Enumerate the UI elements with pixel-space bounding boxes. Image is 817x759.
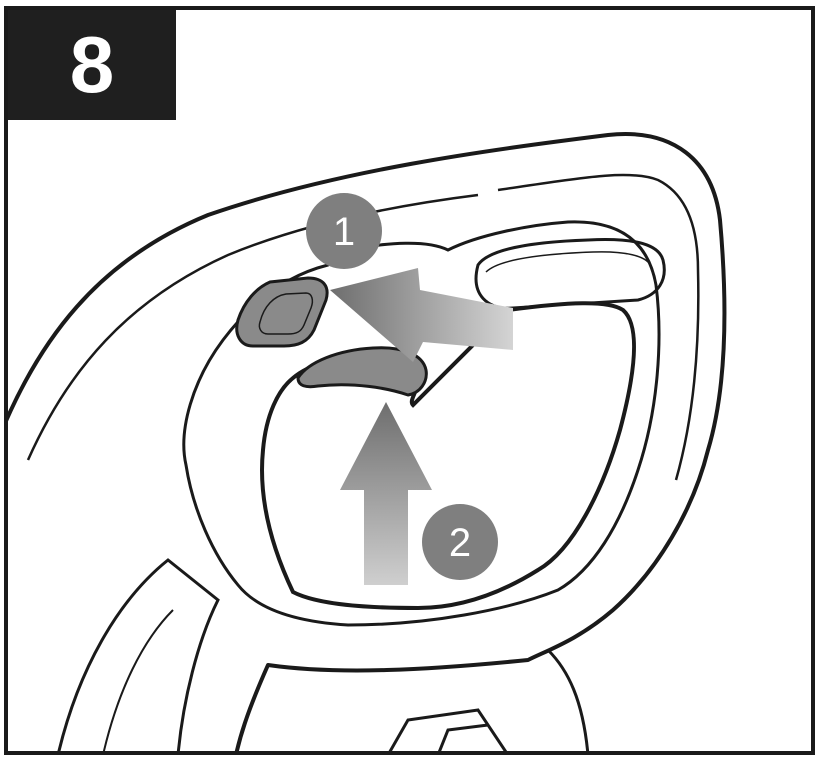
callout-2-label: 2 [449, 521, 471, 565]
trigger-lever [296, 346, 428, 397]
bottom-mechanism [388, 648, 590, 751]
grip-frame [182, 220, 661, 627]
step-number: 8 [69, 20, 115, 109]
release-button [235, 276, 329, 348]
step-number-badge: 8 [8, 10, 176, 120]
callout-2: 2 [422, 504, 498, 580]
callout-1: 1 [306, 193, 382, 269]
device-shell-inner-edge-right [497, 173, 700, 481]
arrow-up-icon [340, 402, 432, 585]
device-shell-inner-edge [26, 193, 479, 461]
callout-1-label: 1 [333, 210, 355, 254]
lower-housing [57, 558, 220, 751]
device-outer-shell [8, 132, 727, 751]
top-right-slot [474, 238, 666, 310]
instruction-panel: 8 [4, 6, 815, 755]
device-handle-illustration: 1 2 [8, 132, 727, 751]
arrow-left-icon [330, 268, 513, 362]
